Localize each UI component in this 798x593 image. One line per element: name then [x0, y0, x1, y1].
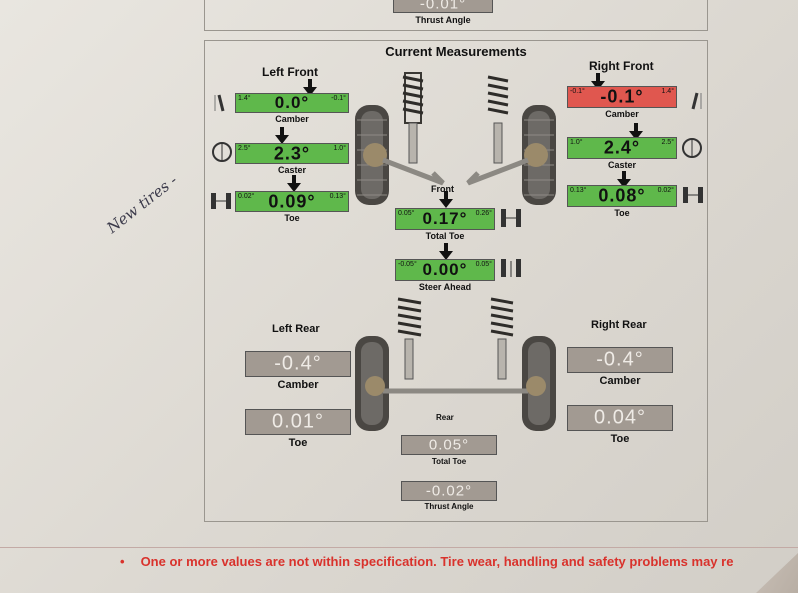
rear-total-toe-label: Total Toe [431, 457, 467, 466]
rear-total-toe-value: 0.05° [428, 436, 470, 454]
rear-suspension-illustration [355, 297, 556, 431]
top-thrust-angle-label: Thrust Angle [415, 15, 471, 25]
left-front-camber-arrow-icon [303, 79, 317, 96]
right-camber-wheel-icon [691, 92, 702, 110]
left-front-caster-max: 1.0° [333, 145, 346, 152]
left-front-toe-arrow-icon [287, 175, 301, 192]
front-total-toe-gauge: 0.05° 0.26° 0.17° [395, 208, 495, 230]
right-front-toe-label: Toe [614, 208, 630, 218]
panel-title: Current Measurements [385, 44, 527, 59]
caster-wheel-icon [212, 142, 232, 162]
warning-message: One or more values are not within specif… [140, 554, 734, 569]
right-rear-camber-value: -0.4° [596, 348, 644, 371]
right-front-caster-value: 2.4° [603, 137, 641, 158]
left-front-camber-min: 1.4° [238, 95, 251, 102]
right-rear-camber-label: Camber [599, 375, 641, 387]
left-rear-camber-gauge: -0.4° [245, 351, 351, 377]
right-front-toe-min: 0.13° [570, 187, 587, 194]
left-front-toe-min: 0.02° [238, 193, 255, 200]
right-rear-toe-gauge: 0.04° [567, 405, 673, 431]
rear-center-heading: Rear [436, 413, 454, 422]
right-front-toe-arrow-icon [617, 171, 631, 188]
left-front-caster-label: Caster [277, 165, 306, 175]
steer-ahead-min: -0.05° [398, 261, 417, 268]
right-toe-wheel-icon [683, 187, 703, 203]
total-toe-wheel-icon [501, 209, 521, 227]
left-front-caster-arrow-icon [275, 127, 289, 144]
right-front-caster-arrow-icon [629, 123, 643, 140]
front-total-toe-label: Total Toe [425, 231, 465, 241]
steer-ahead-gauge: -0.05° 0.05° 0.00° [395, 259, 495, 281]
rear-thrust-angle-label: Thrust Angle [424, 502, 474, 511]
left-front-camber-label: Camber [275, 114, 309, 124]
right-front-heading: Right Front [589, 59, 654, 73]
footer-divider [0, 547, 798, 548]
spec-warning-text: • One or more values are not within speci… [120, 554, 733, 569]
left-rear-heading: Left Rear [272, 323, 320, 335]
front-total-toe-min: 0.05° [398, 210, 415, 217]
left-front-caster-value: 2.3° [273, 143, 311, 163]
right-front-camber-max: 1.4° [661, 88, 674, 95]
warning-bullet: • [120, 554, 125, 569]
right-front-caster-label: Caster [607, 160, 636, 170]
previous-section-box: -0.01° Thrust Angle [204, 0, 708, 31]
left-rear-toe-label: Toe [288, 437, 308, 449]
front-suspension-illustration [355, 72, 556, 205]
right-caster-wheel-icon [682, 138, 702, 158]
top-thrust-angle-value: -0.01° [419, 0, 467, 12]
right-front-caster-min: 1.0° [570, 139, 583, 146]
right-rear-heading: Right Rear [591, 319, 647, 331]
front-total-toe-arrow-icon [439, 191, 453, 208]
toe-wheel-icon [211, 193, 231, 209]
right-front-toe-gauge: 0.13° 0.02° 0.08° [567, 185, 677, 207]
steer-ahead-arrow-icon [439, 243, 453, 260]
front-center-heading: Front [431, 184, 454, 194]
left-rear-toe-value: 0.01° [272, 410, 324, 433]
right-rear-toe-label: Toe [610, 433, 630, 445]
left-front-toe-max: 0.13° [329, 193, 346, 200]
right-front-toe-max: 0.02° [657, 187, 674, 194]
top-thrust-angle-gauge: -0.01° [393, 0, 493, 13]
left-front-toe-value: 0.09° [268, 191, 316, 211]
left-front-toe-label: Toe [284, 213, 300, 223]
steer-ahead-max: 0.05° [475, 261, 492, 268]
right-front-camber-label: Camber [605, 109, 639, 119]
right-rear-camber-gauge: -0.4° [567, 347, 673, 373]
steer-ahead-wheel-icon [501, 259, 521, 277]
right-front-camber-value: -0.1° [600, 86, 644, 107]
front-total-toe-value: 0.17° [422, 209, 468, 228]
left-rear-toe-gauge: 0.01° [245, 409, 351, 435]
left-front-toe-gauge: 0.02° 0.13° 0.09° [235, 191, 349, 212]
right-front-camber-min: -0.1° [570, 88, 585, 95]
left-front-camber-gauge: 1.4° -0.1° 0.0° [235, 93, 349, 113]
front-total-toe-max: 0.26° [475, 210, 492, 217]
steer-ahead-value: 0.00° [422, 260, 468, 279]
right-front-caster-max: 2.5° [661, 139, 674, 146]
right-front-toe-value: 0.08° [598, 185, 646, 206]
left-rear-camber-label: Camber [277, 379, 319, 391]
right-rear-toe-value: 0.04° [594, 406, 646, 429]
rear-thrust-angle-value: -0.02° [425, 482, 473, 500]
left-front-caster-min: 2.5° [238, 145, 251, 152]
left-front-camber-max: -0.1° [331, 95, 346, 102]
current-measurements-panel: Current Measurements [204, 40, 708, 522]
left-front-camber-value: 0.0° [274, 93, 310, 112]
left-front-heading: Left Front [262, 65, 318, 79]
left-front-caster-gauge: 2.5° 1.0° 2.3° [235, 143, 349, 164]
steer-ahead-label: Steer Ahead [418, 282, 472, 292]
rear-total-toe-gauge: 0.05° [401, 435, 497, 455]
right-front-camber-gauge: -0.1° 1.4° -0.1° [567, 86, 677, 108]
rear-thrust-angle-gauge: -0.02° [401, 481, 497, 501]
right-front-camber-arrow-icon [591, 73, 605, 90]
right-front-caster-gauge: 1.0° 2.5° 2.4° [567, 137, 677, 159]
left-rear-camber-value: -0.4° [274, 352, 322, 375]
footer: • One or more values are not within speci… [0, 538, 798, 593]
camber-wheel-icon [214, 94, 225, 112]
